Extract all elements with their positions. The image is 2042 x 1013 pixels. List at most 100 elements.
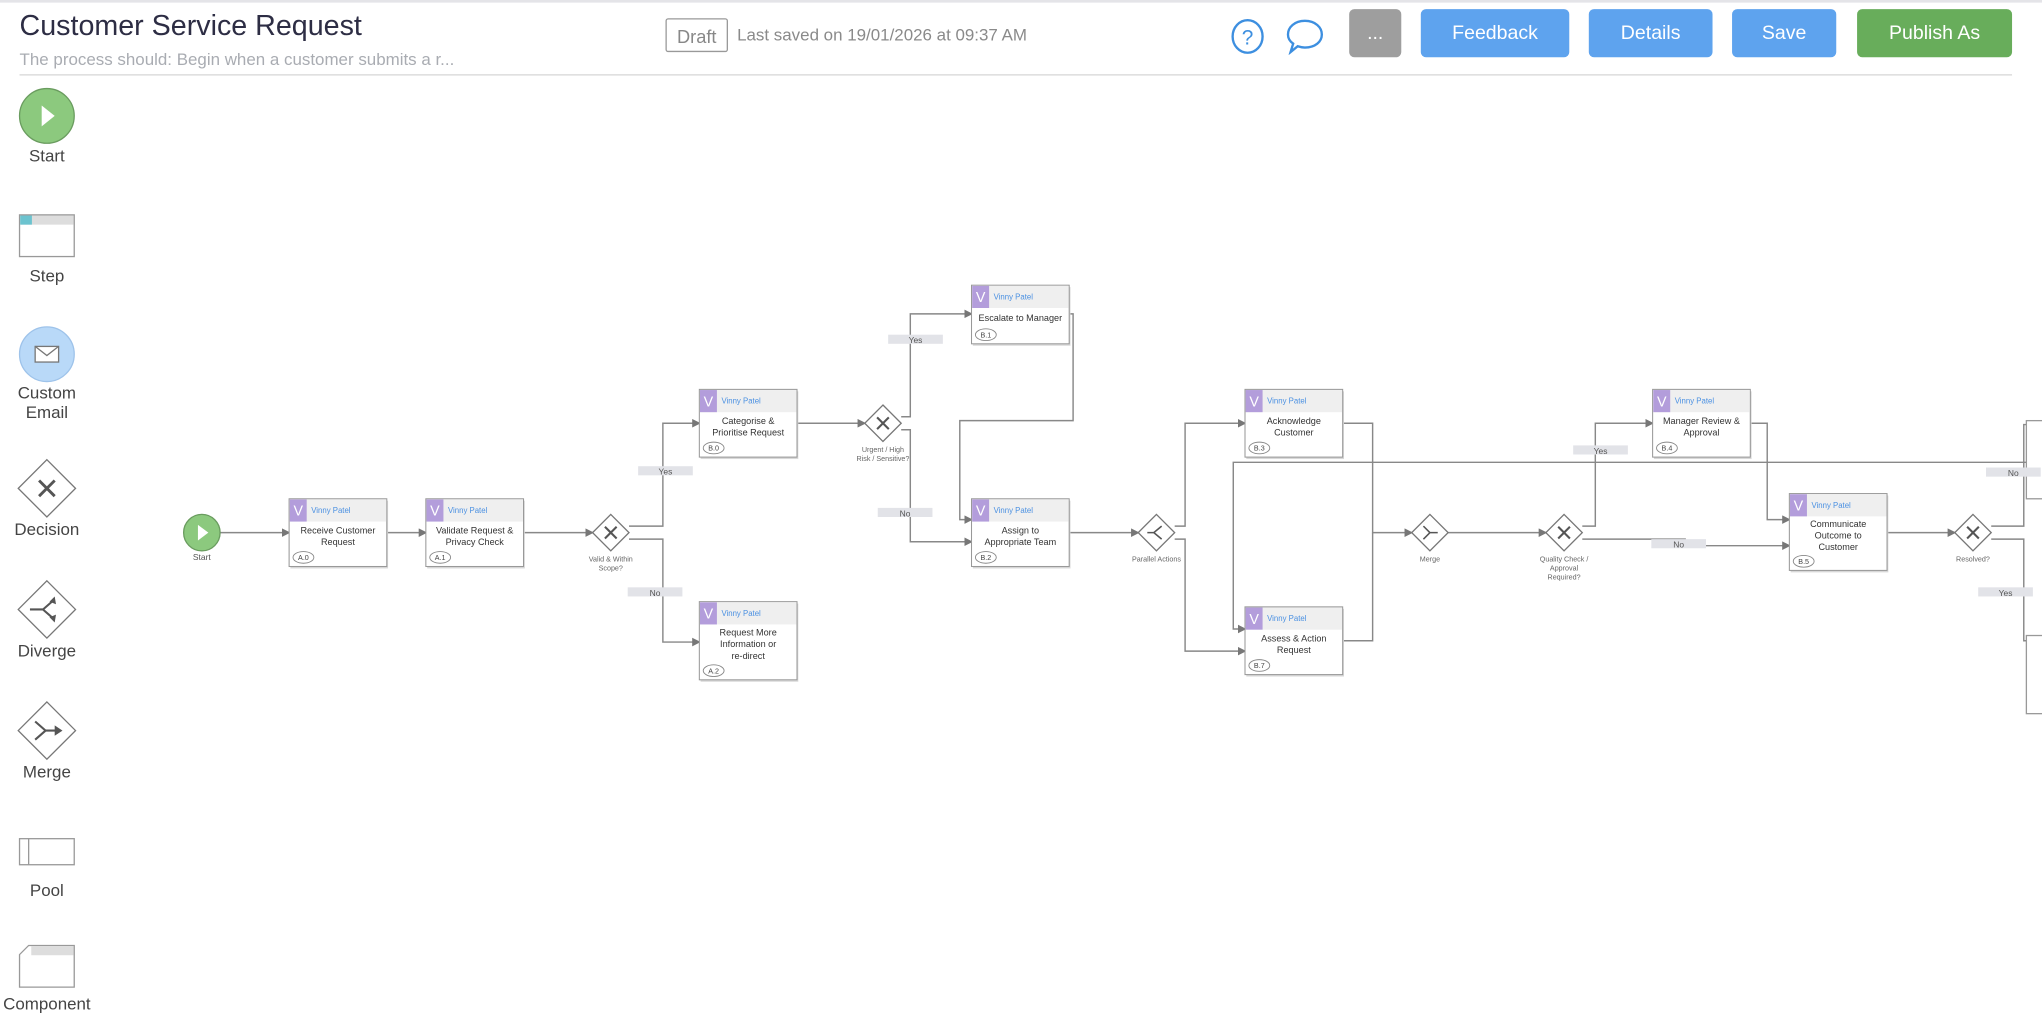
connector-line[interactable] — [1174, 418, 1247, 527]
owner-avatar — [699, 390, 717, 413]
x-icon — [876, 416, 890, 430]
task-id: B.0 — [708, 445, 719, 453]
owner-name[interactable]: Vinny Patel — [1811, 501, 1851, 510]
task-name: Manager Review & — [1663, 416, 1740, 426]
palette-step[interactable]: Step — [0, 214, 94, 286]
publish-as-button[interactable]: Publish As — [1857, 9, 2013, 58]
comment-icon[interactable] — [1285, 18, 1324, 61]
task-header — [1245, 390, 1343, 413]
gateway-label: Required? — [1548, 574, 1581, 582]
envelope-icon — [18, 326, 75, 383]
connector-line[interactable] — [1341, 422, 1414, 537]
owner-initial: V — [704, 607, 714, 623]
help-icon[interactable]: ? — [1231, 18, 1265, 61]
save-button[interactable]: Save — [1732, 9, 1837, 58]
task-id: B.5 — [1798, 558, 1809, 566]
gateway-diamond[interactable] — [1137, 513, 1176, 552]
gateway-label: Parallel Actions — [1132, 555, 1181, 563]
task-name: Categorise & — [722, 416, 775, 426]
task-name: Validate Request & — [436, 525, 513, 535]
edge-label-text: Yes — [1594, 446, 1608, 456]
feedback-button[interactable]: Feedback — [1420, 9, 1570, 58]
connector-line[interactable] — [1232, 461, 2042, 634]
owner-initial: V — [430, 504, 440, 520]
merge-gateway-g2[interactable]: Merge — [1410, 513, 1450, 563]
task-offscreen[interactable] — [2025, 419, 2042, 500]
owner-name[interactable]: Vinny Patel — [721, 397, 761, 406]
palette-start[interactable]: Start — [0, 87, 94, 165]
decision-gateway-d4[interactable]: Resolved? — [1953, 513, 1993, 563]
task-id-badge — [1792, 554, 1815, 568]
more-button[interactable]: ... — [1349, 9, 1402, 58]
task-id-badge — [974, 328, 997, 342]
palette-label: Step — [29, 265, 65, 286]
task-name: Receive Customer — [300, 525, 375, 535]
owner-name[interactable]: Vinny Patel — [721, 609, 761, 618]
owner-name[interactable]: Vinny Patel — [1675, 397, 1715, 406]
gateway-label: Resolved? — [1956, 555, 1990, 563]
play-icon — [197, 524, 209, 541]
palette-pool[interactable]: Pool — [0, 837, 94, 900]
diverge-icon — [1147, 525, 1163, 540]
edge-label-bg — [1978, 587, 2033, 597]
gateway-label: Quality Check / — [1540, 555, 1589, 563]
connector-line[interactable] — [1582, 418, 1655, 527]
owner-name[interactable]: Vinny Patel — [1267, 397, 1307, 406]
edge-label-bg — [877, 507, 933, 518]
edge-label-bg — [1986, 467, 2041, 477]
edge-label-d1-yes[interactable]: Yes — [638, 466, 693, 477]
edge-label-d2-yes[interactable]: Yes — [888, 334, 943, 345]
connector-line[interactable] — [959, 313, 1074, 524]
task-offscreen[interactable] — [2025, 634, 2042, 715]
task-name: Outcome to — [1815, 531, 1862, 541]
connector-line[interactable] — [1748, 422, 1791, 524]
palette-diverge[interactable]: Diverge — [0, 579, 94, 660]
edge-label-d3-no[interactable]: No — [1651, 539, 1707, 550]
edge-label-d1-no[interactable]: No — [627, 587, 683, 598]
owner-name[interactable]: Vinny Patel — [994, 293, 1034, 302]
palette-custom-email[interactable]: Custom Email — [0, 326, 94, 422]
owner-avatar — [699, 602, 717, 625]
task-name: re-direct — [731, 651, 765, 661]
edge-label-bg — [627, 587, 683, 597]
owner-initial: V — [1657, 394, 1667, 410]
owner-avatar — [972, 499, 990, 522]
edge-label-d4-no[interactable]: No — [1986, 467, 2041, 478]
task-name: Appropriate Team — [984, 537, 1056, 547]
owner-name[interactable]: Vinny Patel — [448, 506, 488, 515]
edge-label-d4-yes[interactable]: Yes — [1978, 587, 2033, 598]
palette-decision[interactable]: Decision — [0, 458, 94, 539]
palette-merge[interactable]: Merge — [0, 701, 94, 781]
owner-name[interactable]: Vinny Patel — [994, 506, 1034, 515]
connector-line[interactable] — [1341, 532, 1374, 642]
page-title: Customer Service Request — [19, 9, 362, 42]
connector-line[interactable] — [901, 429, 973, 547]
task-id-badge — [292, 551, 315, 564]
connector-line[interactable] — [901, 309, 973, 418]
diverge-gateway-g1[interactable]: Parallel Actions — [1132, 513, 1181, 563]
details-button[interactable]: Details — [1588, 9, 1713, 58]
pool-icon — [18, 838, 75, 866]
edge-label-d2-no[interactable]: No — [877, 507, 933, 518]
diverge-diamond-icon — [17, 579, 77, 640]
owner-name[interactable]: Vinny Patel — [311, 506, 351, 515]
edge-label-bg — [1573, 445, 1628, 455]
task-name: Request More — [720, 628, 777, 638]
owner-name[interactable]: Vinny Patel — [1267, 614, 1307, 623]
connector-line[interactable] — [1174, 538, 1247, 656]
edge-label-d3-yes[interactable]: Yes — [1573, 445, 1628, 456]
